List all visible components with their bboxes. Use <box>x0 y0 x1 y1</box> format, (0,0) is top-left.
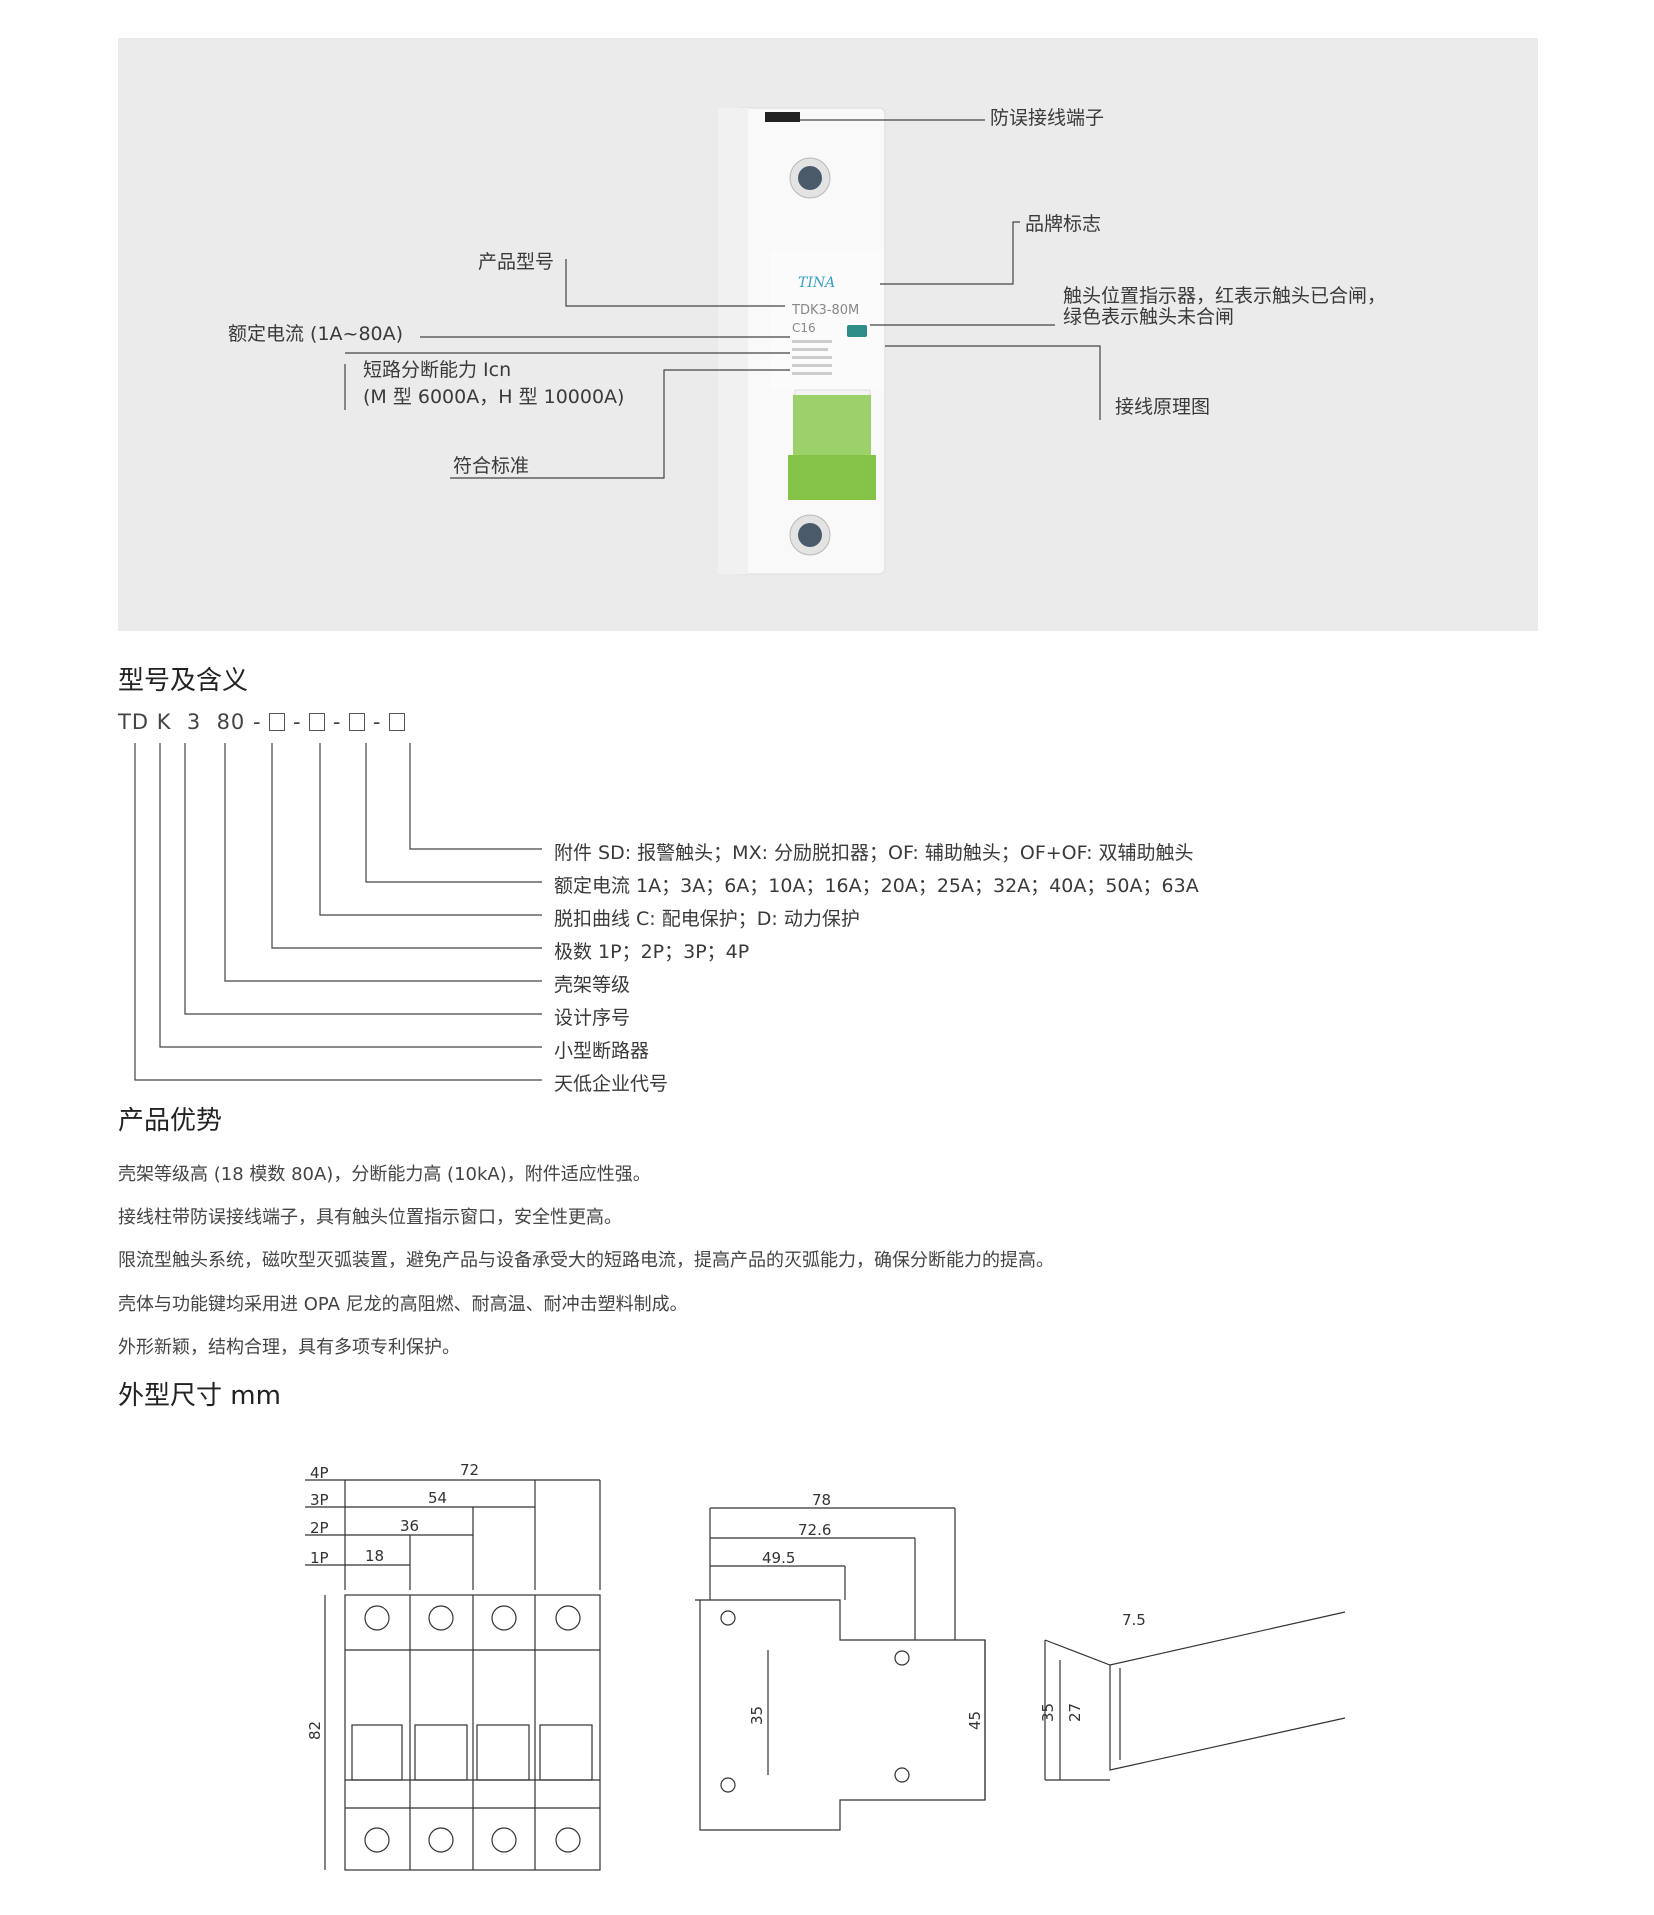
toggle-lever <box>788 455 876 500</box>
pole-label-3p: 3P <box>310 1491 329 1509</box>
pole-label-4p: 4P <box>310 1464 329 1482</box>
callout-standards: 符合标准 <box>453 455 530 477</box>
callout-anti-miswiring-terminal: 防误接线端子 <box>990 107 1105 129</box>
callout-product-model: 产品型号 <box>478 251 555 273</box>
meaning-mcb: 小型断路器 <box>554 1040 650 1062</box>
width-3p: 54 <box>428 1489 447 1507</box>
meaning-company-code: 天低企业代号 <box>554 1073 669 1095</box>
callout-lines <box>134 119 1101 1081</box>
width-4p: 72 <box>460 1461 479 1479</box>
callout-breaking-capacity-2: (M 型 6000A，H 型 10000A) <box>363 386 625 408</box>
meaning-rated-current: 额定电流 1A；3A；6A；10A；16A；20A；25A；32A；40A；50… <box>554 875 1199 897</box>
callout-rated-current: 额定电流 (1A~80A) <box>228 323 404 345</box>
meaning-design-number: 设计序号 <box>554 1007 631 1029</box>
front-view-drawing <box>305 1479 601 1871</box>
code-box-accessory <box>389 713 406 731</box>
pole-label-2p: 2P <box>310 1519 329 1537</box>
rail-view-drawing <box>1044 1611 1346 1781</box>
meaning-poles: 极数 1P；2P；3P；4P <box>554 941 750 963</box>
brand-logo-mark: TINA <box>798 275 835 291</box>
code-td: TD <box>118 710 149 734</box>
callout-wiring-diagram: 接线原理图 <box>1115 396 1211 418</box>
advantage-item: 壳架等级高 (18 模数 80A)，分断能力高 (10kA)，附件适应性强。 <box>118 1164 651 1185</box>
width-2p: 36 <box>400 1517 419 1535</box>
height-82: 82 <box>306 1721 324 1740</box>
advantage-item: 壳体与功能键均采用进 OPA 尼龙的高阻燃、耐高温、耐冲击塑料制成。 <box>118 1294 688 1315</box>
model-code: TD K 3 80 - - - - <box>118 710 406 734</box>
device-rating-print: C16 <box>792 321 816 335</box>
side-view-drawing <box>695 1507 986 1831</box>
callout-contact-indicator-1: 触头位置指示器，红表示触头已合闸， <box>1063 285 1387 307</box>
code-k: K <box>156 710 172 734</box>
callout-contact-indicator-2: 绿色表示触头未合闸 <box>1063 306 1235 328</box>
meaning-frame-grade: 壳架等级 <box>554 974 631 996</box>
pole-label-1p: 1P <box>310 1549 329 1567</box>
depth-78: 78 <box>812 1491 831 1509</box>
body-height-45: 45 <box>966 1711 984 1730</box>
advantages-section-title: 产品优势 <box>118 1106 223 1136</box>
advantage-item: 限流型触头系统，磁吹型灭弧装置，避免产品与设备承受大的短路电流，提高产品的灭弧能… <box>118 1250 1054 1271</box>
rail-lip-7-5: 7.5 <box>1122 1611 1146 1629</box>
code-80: 80 <box>216 710 246 734</box>
code-3: 3 <box>186 710 202 734</box>
meaning-accessory: 附件 SD: 报警触头；MX: 分励脱扣器；OF: 辅助触头；OF+OF: 双辅… <box>554 842 1194 864</box>
model-section-title: 型号及含义 <box>118 666 249 696</box>
code-box-curve <box>309 713 326 731</box>
callout-breaking-capacity-1: 短路分断能力 Icn <box>363 359 512 381</box>
contact-indicator-window <box>847 325 867 337</box>
breaker-illustration: TINA TDK3-80M C16 <box>718 107 886 575</box>
rail-height-35: 35 <box>748 1706 766 1725</box>
rail-height-outer: 35 <box>1039 1703 1057 1722</box>
meaning-trip-curve: 脱扣曲线 C: 配电保护；D: 动力保护 <box>554 908 860 930</box>
depth-49-5: 49.5 <box>762 1549 795 1567</box>
advantage-item: 接线柱带防误接线端子，具有触头位置指示窗口，安全性更高。 <box>118 1207 622 1228</box>
code-box-poles <box>269 713 286 731</box>
device-model-print: TDK3-80M <box>791 303 859 318</box>
depth-72-6: 72.6 <box>798 1521 831 1539</box>
width-1p: 18 <box>365 1547 384 1565</box>
rail-height-inner: 27 <box>1066 1703 1084 1722</box>
advantage-item: 外形新颖，结构合理，具有多项专利保护。 <box>118 1337 460 1358</box>
callout-brand-logo: 品牌标志 <box>1025 213 1102 235</box>
dimensions-section-title: 外型尺寸 mm <box>118 1381 281 1411</box>
code-box-current <box>349 713 366 731</box>
